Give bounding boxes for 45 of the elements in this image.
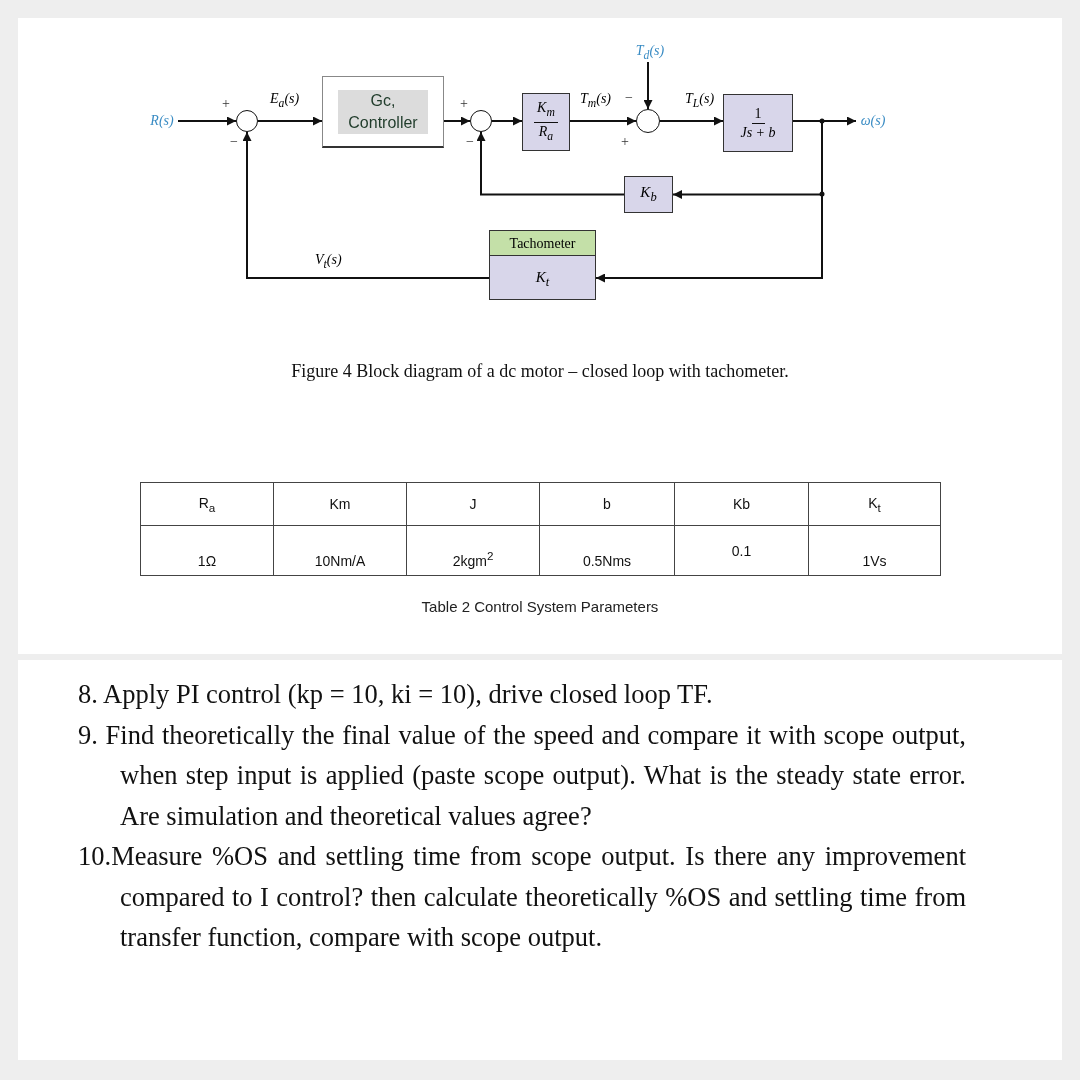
tachometer-block: [489, 230, 596, 300]
sign-label: +: [222, 96, 230, 112]
denominator: R$_{a}$: [537, 122, 555, 145]
arrow: [177, 116, 237, 126]
transfer-function-block: [723, 94, 793, 152]
arrow: [443, 116, 471, 126]
table-cell: 1Vs: [808, 525, 941, 576]
table-cell: 1Ω: [140, 525, 274, 576]
edge-label: T$_{m}$(s): [578, 91, 613, 110]
arrow: [257, 116, 323, 126]
arrow: [643, 61, 653, 110]
arrow: [242, 131, 490, 279]
sign-label: +: [621, 134, 629, 150]
gain-block: [624, 176, 673, 213]
arrow: [659, 116, 724, 126]
block-label: K$_{t}$: [534, 268, 551, 291]
block-label: Gc, Controller: [338, 89, 428, 134]
edge-label: V$_{t}$(s): [313, 252, 344, 271]
numerator: 1: [751, 104, 765, 124]
question-text: 9. Find theoretically the final value of the speed and compare it with scope output, when step input is applied (paste scope output). What is the steady state error. Are simulation and theoretical values agree?: [78, 718, 966, 833]
edge-label: E$_{a}$(s): [268, 91, 302, 110]
sign-label: −: [625, 90, 633, 106]
table-caption: Table 2 Control System Parameters: [420, 598, 660, 615]
figure-caption: Figure 4 Block diagram of a dc motor – closed loop with tachometer.: [290, 361, 790, 382]
block-header: Tachometer: [490, 231, 595, 256]
controller-block: [322, 76, 444, 148]
question-text: 8. Apply PI control (kp = 10, ki = 10), drive closed loop TF.: [78, 678, 714, 711]
arrow: [595, 120, 823, 283]
sign-label: −: [466, 134, 474, 150]
arrow: [491, 116, 523, 126]
denominator: Js + b: [739, 123, 777, 142]
arrow: [476, 131, 625, 196]
arrow: [569, 116, 637, 126]
table-header-cell: R$_{a}$: [140, 482, 274, 526]
signal-label: T$_{d}$(s): [630, 40, 670, 62]
table-header-cell: K$_{t}$: [808, 482, 941, 526]
edge-label: T$_{L}$(s): [683, 91, 717, 110]
sign-label: +: [460, 96, 468, 112]
numerator: K$_{m}$: [534, 98, 558, 123]
question-text: 10.Measure %OS and settling time from scope output. Is there any improvement compared to I control? then calculate theoretically %OS and settling time from transfer function, compare with scope output.: [78, 840, 966, 954]
sign-label: −: [230, 134, 238, 150]
block-label: K$_{b}$: [640, 184, 657, 205]
signal-label: R(s): [146, 110, 178, 132]
transfer-function-block: [522, 93, 570, 151]
signal-label: ω(s): [856, 110, 890, 132]
